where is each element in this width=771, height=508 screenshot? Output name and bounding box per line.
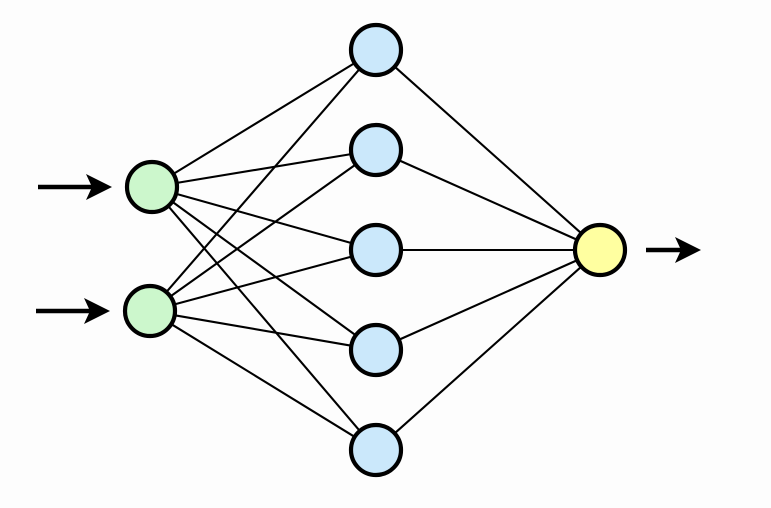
input-arrow-2 <box>36 298 110 324</box>
edge-i1-h4 <box>169 199 359 338</box>
edge-h5-o1 <box>392 264 584 436</box>
edge-i1-h5 <box>165 203 363 434</box>
edge-i1-h2 <box>173 152 355 185</box>
edge-i2-h1 <box>164 66 362 295</box>
input-arrow-1 <box>38 174 112 200</box>
layer-hidden <box>348 22 404 478</box>
hidden-node-3[interactable] <box>348 222 404 278</box>
edge-i2-h3 <box>171 254 355 307</box>
hidden-node-1[interactable] <box>348 22 404 78</box>
layer-input <box>122 159 180 339</box>
edge-i2-h5 <box>168 321 358 440</box>
edge-i2-h4 <box>171 313 355 348</box>
output-arrow-1 <box>646 237 701 263</box>
layer-output <box>572 222 628 278</box>
edges-group <box>164 60 584 440</box>
edge-i1-h3 <box>173 192 355 245</box>
input-arrow-1-head-icon <box>86 174 112 200</box>
hidden-node-5[interactable] <box>348 422 404 478</box>
input-node-2[interactable] <box>122 283 178 339</box>
input-arrow-2-head-icon <box>84 298 110 324</box>
nodes-group <box>122 22 628 478</box>
output-node-1[interactable] <box>572 222 628 278</box>
output-arrow-1-head-icon <box>675 237 701 263</box>
edge-i2-h2 <box>167 162 359 299</box>
edge-h2-o1 <box>395 158 581 242</box>
io-arrows-group <box>36 174 701 324</box>
hidden-node-2[interactable] <box>348 122 404 178</box>
hidden-node-4[interactable] <box>348 322 404 378</box>
edge-h1-o1 <box>392 64 584 236</box>
input-node-1[interactable] <box>124 159 180 215</box>
edge-i1-h1 <box>170 60 358 177</box>
edge-h4-o1 <box>395 258 581 342</box>
